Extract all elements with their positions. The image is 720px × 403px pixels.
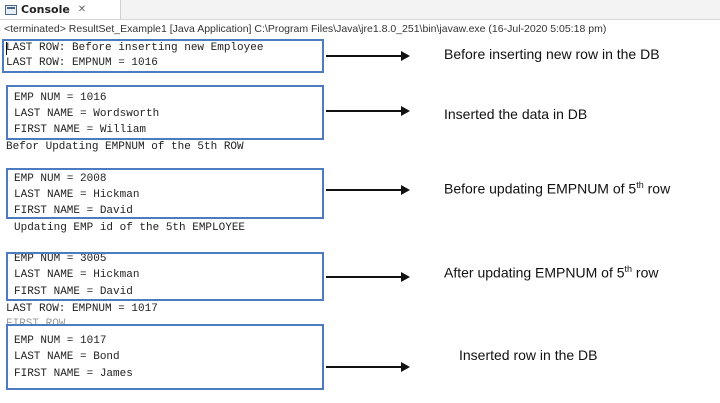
arrow-right-icon [326,272,410,282]
annotation-inserted-row: Inserted row in the DB [459,347,598,363]
annotation-before-insert: Before inserting new row in the DB [444,46,660,62]
console-icon [5,4,17,15]
console-tab[interactable]: Console ✕ [0,0,121,19]
console-line: EMP NUM = 3005 [14,253,107,265]
console-line: LAST NAME = Bond [14,351,120,363]
console-line: LAST NAME = Wordsworth [14,108,160,120]
console-tab-bar: Console ✕ [0,0,720,20]
highlight-box-4 [6,252,324,301]
annotation-inserted-data: Inserted the data in DB [444,106,588,122]
console-line: FIRST NAME = David [14,286,133,298]
annotation-before-update: Before updating EMPNUM of 5th row [444,180,671,197]
arrow-right-icon [326,51,410,61]
close-icon[interactable]: ✕ [77,4,87,15]
console-line: EMP NUM = 1017 [14,335,107,347]
annotation-after-update: After updating EMPNUM of 5th row [444,264,659,281]
highlight-box-2 [6,85,324,140]
console-line: LAST ROW: EMPNUM = 1017 [6,303,158,315]
text-cursor [6,42,7,55]
console-line: LAST ROW: Before inserting new Employee [6,42,264,54]
console-line: LAST ROW: EMPNUM = 1016 [6,57,158,69]
console-line: FIRST NAME = James [14,368,133,380]
console-line: Updating EMP id of the 5th EMPLOYEE [14,222,246,234]
console-line: EMP NUM = 1016 [14,92,107,104]
arrow-right-icon [326,185,410,195]
arrow-right-icon [326,362,410,372]
highlight-box-1 [2,39,324,73]
arrow-right-icon [326,106,410,116]
console-line: LAST NAME = Hickman [14,269,140,281]
highlight-box-5 [6,324,324,390]
console-line: FIRST NAME = William [14,124,147,136]
terminated-status-line: <terminated> ResultSet_Example1 [Java Ap… [4,23,607,35]
console-line: FIRST NAME = David [14,205,133,217]
console-line: Befor Updating EMPNUM of the 5th ROW [6,141,244,153]
console-tab-label: Console [21,3,70,16]
highlight-box-3 [6,168,324,219]
console-line: LAST NAME = Hickman [14,189,140,201]
console-line: EMP NUM = 2008 [14,173,107,185]
